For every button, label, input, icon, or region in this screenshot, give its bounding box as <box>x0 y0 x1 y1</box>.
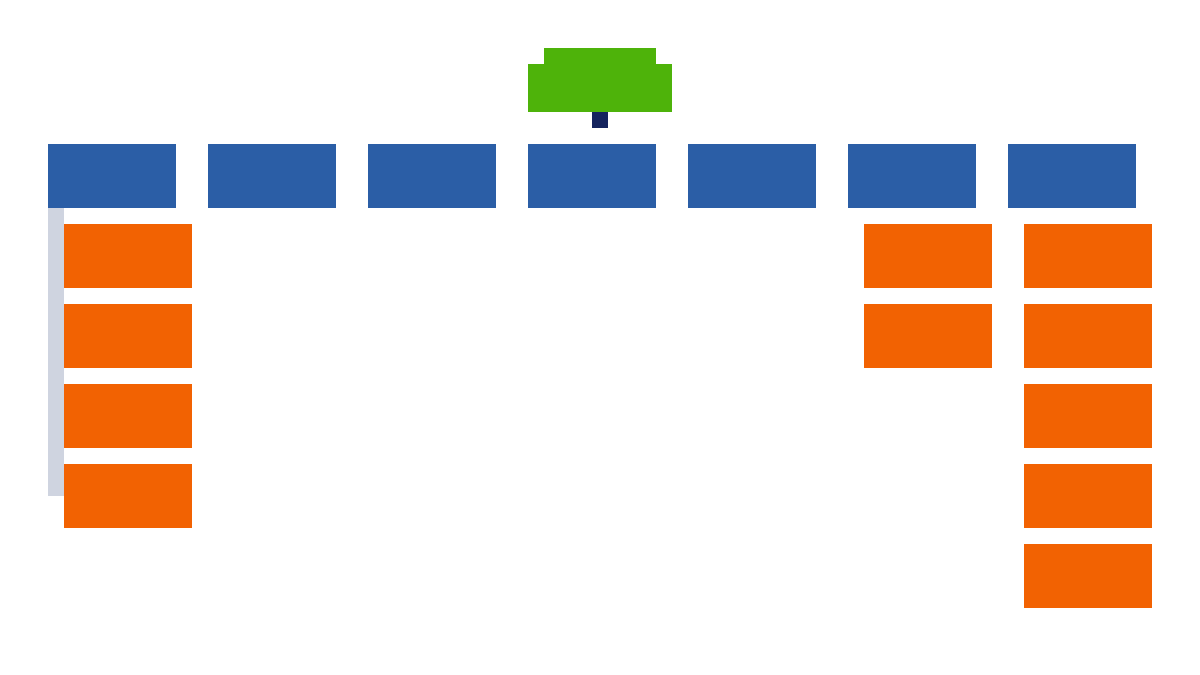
leaf-node <box>1024 544 1152 608</box>
leaf-node <box>1024 464 1152 528</box>
branch-node-7 <box>1008 144 1136 208</box>
branch-node-1 <box>48 144 176 208</box>
branch-node-2 <box>208 144 336 208</box>
root-node <box>528 48 672 112</box>
leaf-node <box>1024 304 1152 368</box>
leaf-node <box>64 304 192 368</box>
root-connector <box>592 112 608 128</box>
leaf-node <box>864 304 992 368</box>
leaf-node <box>1024 224 1152 288</box>
branch-node-6 <box>848 144 976 208</box>
leaf-node <box>864 224 992 288</box>
branch-node-5 <box>688 144 816 208</box>
leaf-node <box>64 464 192 528</box>
leaf-node <box>64 384 192 448</box>
branch-1-connector-rail <box>48 208 64 496</box>
leaf-node <box>64 224 192 288</box>
leaf-node <box>1024 384 1152 448</box>
branch-node-4 <box>528 144 656 208</box>
branch-node-3 <box>368 144 496 208</box>
